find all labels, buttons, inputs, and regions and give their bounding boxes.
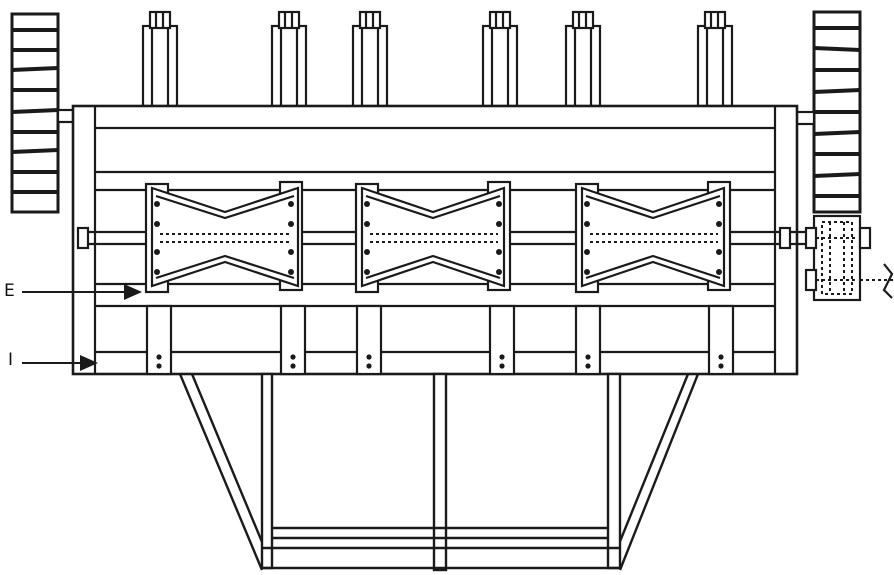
shank-posts [141, 10, 734, 108]
right-wheel [794, 10, 862, 214]
callout-label-e: E [4, 281, 15, 301]
gearbox [804, 214, 894, 302]
mixer-blade [354, 180, 512, 294]
shank-post [351, 10, 389, 108]
mixer-blades [144, 180, 732, 294]
left-wheel [10, 12, 76, 214]
shank-post [564, 10, 602, 108]
shank-post [696, 10, 734, 108]
shank-post [481, 10, 519, 108]
mixer-blade [144, 180, 304, 294]
callout-arrow-e [22, 284, 142, 300]
mixer-blade [574, 180, 732, 294]
shank-post [270, 10, 308, 108]
hitch-frame [178, 372, 700, 572]
hidden-shaft [160, 233, 718, 243]
callout-label-i: I [8, 350, 14, 370]
blade-bolts [154, 201, 722, 275]
lower-standards [145, 304, 735, 376]
shank-post [141, 10, 179, 108]
callout-arrow-i [22, 355, 98, 371]
